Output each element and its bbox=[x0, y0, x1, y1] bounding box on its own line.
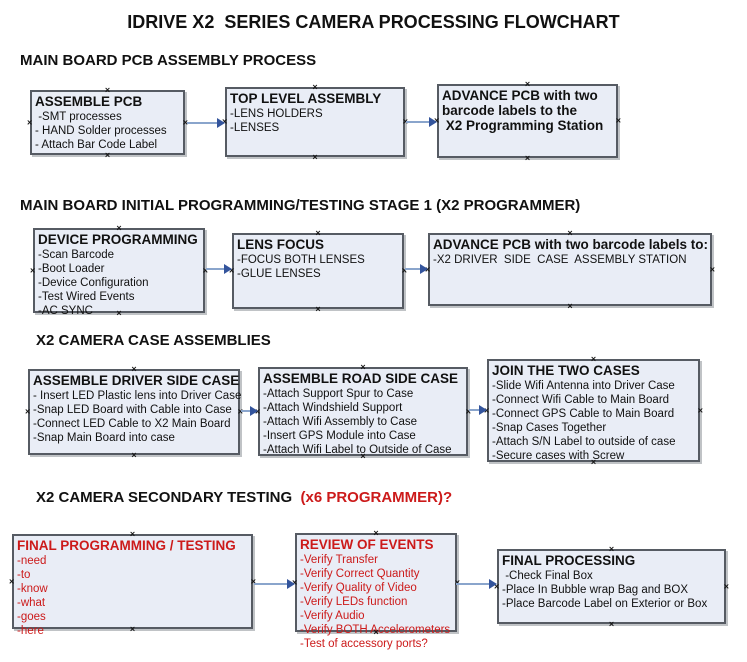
flow-box-final-processing: FINAL PROCESSING -Check Final Box -Place… bbox=[494, 545, 729, 629]
section-heading-secondary-testing: X2 CAMERA SECONDARY TESTING (x6 PROGRAMM… bbox=[36, 489, 452, 506]
flow-box-lens-focus: LENS FOCUS -FOCUS BOTH LENSES -GLUE LENS… bbox=[229, 229, 407, 314]
box-lines: -LENS HOLDERS -LENSES bbox=[230, 108, 323, 134]
flow-box-top-level-assembly: TOP LEVEL ASSEMBLY -LENS HOLDERS -LENSES… bbox=[222, 83, 408, 162]
box-lines: -Verify Transfer -Verify Correct Quantit… bbox=[300, 554, 451, 650]
flow-box-review-of-events: REVIEW OF EVENTS -Verify Transfer -Verif… bbox=[292, 529, 460, 651]
box-title: FINAL PROGRAMMING / TESTING bbox=[17, 538, 236, 553]
arrow-shaft bbox=[406, 121, 431, 123]
flow-box-assemble-road-side-case: ASSEMBLE ROAD SIDE CASE -Attach Support … bbox=[255, 363, 471, 461]
flow-box-advance-pcb-to-driver-side-station: ADVANCE PCB with two barcode labels to: … bbox=[425, 229, 715, 311]
anchor-point-icon: × bbox=[567, 301, 573, 311]
box-title: FINAL PROCESSING bbox=[502, 553, 636, 568]
flow-box-advance-pcb-to-programming-station: ADVANCE PCB with two barcode labels to t… bbox=[434, 80, 621, 163]
anchor-point-icon: × bbox=[104, 150, 111, 160]
box-title: ASSEMBLE DRIVER SIDE CASE bbox=[33, 373, 240, 388]
box-title: TOP LEVEL ASSEMBLY bbox=[230, 91, 382, 106]
box-lines: -X2 DRIVER SIDE CASE ASSEMBLY STATION bbox=[433, 254, 687, 266]
arrow-shaft bbox=[254, 583, 289, 585]
box-title: DEVICE PROGRAMMING bbox=[38, 232, 198, 247]
arrowhead-icon bbox=[250, 406, 258, 416]
page-title: IDRIVE X2 SERIES CAMERA PROCESSING FLOWC… bbox=[127, 12, 620, 32]
anchor-point-icon: × bbox=[238, 407, 243, 417]
arrow-shaft bbox=[405, 268, 422, 270]
arrow-shaft bbox=[187, 122, 219, 124]
box-lines: -FOCUS BOTH LENSES -GLUE LENSES bbox=[237, 254, 365, 280]
flow-box-assemble-pcb: ASSEMBLE PCB -SMT processes - HAND Solde… bbox=[27, 86, 188, 160]
box-title: REVIEW OF EVENTS bbox=[300, 537, 434, 552]
box-lines: -Scan Barcode -Boot Loader -Device Confi… bbox=[38, 249, 149, 317]
anchor-point-icon: × bbox=[608, 619, 615, 629]
box-lines: -Slide Wifi Antenna into Driver Case -Co… bbox=[492, 380, 676, 462]
section-heading-pcb-assembly: MAIN BOARD PCB ASSEMBLY PROCESS bbox=[20, 52, 317, 69]
anchor-point-icon: × bbox=[131, 450, 137, 460]
flow-box-device-programming: DEVICE PROGRAMMING -Scan Barcode -Boot L… bbox=[30, 224, 208, 318]
anchor-point-icon: × bbox=[25, 406, 31, 417]
section-heading-initial-programming: MAIN BOARD INITIAL PROGRAMMING/TESTING S… bbox=[20, 197, 581, 214]
box-title: ADVANCE PCB with two barcode labels to t… bbox=[442, 88, 604, 133]
flow-box-assemble-driver-side-case: ASSEMBLE DRIVER SIDE CASE - Insert LED P… bbox=[25, 365, 243, 460]
box-lines: -need -to -know -what -goes -here bbox=[17, 555, 48, 637]
section-heading-black-part: X2 CAMERA SECONDARY TESTING bbox=[36, 489, 297, 506]
arrowhead-icon bbox=[224, 264, 232, 274]
arrow-shaft bbox=[456, 583, 491, 585]
arrowhead-icon bbox=[479, 405, 487, 415]
box-title: LENS FOCUS bbox=[237, 237, 325, 252]
box-lines: - Insert LED Plastic lens into Driver Ca… bbox=[33, 390, 242, 444]
anchor-point-icon: × bbox=[709, 264, 715, 274]
arrow-shaft bbox=[241, 410, 252, 412]
box-title: ADVANCE PCB with two barcode labels to: bbox=[433, 237, 709, 252]
anchor-point-icon: × bbox=[697, 405, 703, 415]
anchor-point-icon: × bbox=[27, 117, 33, 127]
arrowhead-icon bbox=[217, 118, 225, 128]
arrowhead-icon bbox=[287, 579, 295, 589]
box-lines: -Attach Support Spur to Case -Attach Win… bbox=[263, 388, 452, 456]
section-heading-red-part: (x6 PROGRAMMER)? bbox=[296, 489, 453, 506]
box-title: ASSEMBLE ROAD SIDE CASE bbox=[263, 371, 459, 386]
section-heading-case-assemblies: X2 CAMERA CASE ASSEMBLIES bbox=[36, 332, 271, 349]
arrow-shaft bbox=[206, 268, 226, 270]
box-title: JOIN THE TWO CASES bbox=[492, 363, 640, 378]
anchor-point-icon: × bbox=[524, 153, 531, 163]
anchor-point-icon: × bbox=[30, 265, 36, 275]
arrowhead-icon bbox=[489, 579, 497, 589]
box-lines: -SMT processes - HAND Solder processes -… bbox=[35, 111, 167, 151]
anchor-point-icon: × bbox=[615, 115, 621, 126]
flow-box-join-the-two-cases: JOIN THE TWO CASES -Slide Wifi Antenna i… bbox=[484, 355, 703, 467]
box-lines: -Check Final Box -Place In Bubble wrap B… bbox=[502, 570, 708, 610]
flow-box-final-programming-testing: FINAL PROGRAMMING / TESTING -need -to -k… bbox=[9, 530, 256, 638]
anchor-point-icon: × bbox=[312, 152, 318, 162]
anchor-point-icon: × bbox=[9, 576, 15, 586]
anchor-point-icon: × bbox=[723, 581, 729, 591]
box-title: ASSEMBLE PCB bbox=[35, 94, 143, 109]
anchor-point-icon: × bbox=[315, 304, 321, 314]
arrowhead-icon bbox=[429, 117, 437, 127]
arrow-shaft bbox=[469, 409, 481, 411]
arrowhead-icon bbox=[420, 264, 428, 274]
